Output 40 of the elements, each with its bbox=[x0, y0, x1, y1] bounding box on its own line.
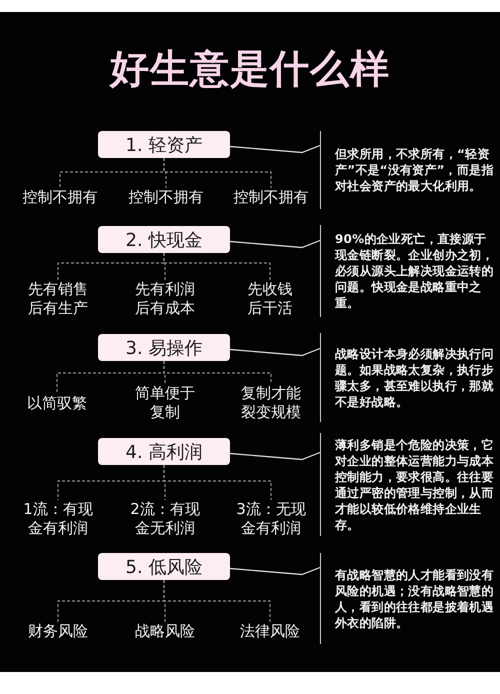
note-text: 薄利多销是个危险的决策，它对企业的整体运营能力与成本控制能力，要求很高。往往要通过严密的管理与控制，从而才能以较低价格维持企业生存。 bbox=[335, 436, 494, 532]
note-text: 战略设计本身必须解决执行问题。如果战略太复杂，执行步骤太多，甚至难以执行，那就不是好战略。 bbox=[335, 346, 494, 410]
branch-label: 控制不拥有 bbox=[231, 188, 311, 207]
branch-label: 战略风险 bbox=[133, 622, 197, 641]
branch-label: 3流：无现金有利润 bbox=[235, 500, 307, 538]
side-note-bracket bbox=[320, 553, 494, 644]
branch-label: 简单便于复制 bbox=[133, 384, 197, 422]
branch-label: 控制不拥有 bbox=[126, 188, 206, 207]
leader-line bbox=[230, 452, 320, 460]
branch-label: 以简驭繁 bbox=[22, 394, 92, 413]
section-heading: 1. 轻资产 bbox=[98, 131, 230, 158]
section-heading: 3. 易操作 bbox=[98, 334, 230, 361]
branch-label: 先收钱后干活 bbox=[245, 280, 295, 318]
branch-label: 2流：有现金无利润 bbox=[129, 500, 201, 538]
branch-label: 先有利润后有成本 bbox=[133, 280, 197, 318]
note-text: 但求所用，不求所有，“轻资产”不是“没有资产”，而是指对社会资产的最大化利用。 bbox=[335, 146, 494, 194]
dashed-connector bbox=[163, 465, 272, 500]
branch-label: 法律风险 bbox=[238, 622, 302, 641]
note-text: 有战略智慧的人才能看到没有风险的机遇；没有战略智慧的人，看到的往往都是披着机遇外衣的陷阱。 bbox=[335, 566, 494, 630]
side-note-bracket bbox=[320, 333, 494, 422]
title: 好生意是什么样 bbox=[108, 46, 391, 94]
dashed-connector bbox=[163, 253, 271, 280]
side-note-bracket bbox=[320, 131, 494, 209]
section-heading: 2. 快现金 bbox=[98, 226, 230, 253]
dashed-connector bbox=[163, 580, 271, 622]
leader-line bbox=[230, 144, 320, 154]
leader-line bbox=[230, 348, 320, 356]
dashed-connector bbox=[163, 361, 272, 384]
leader-line bbox=[230, 240, 320, 248]
branch-label: 财务风险 bbox=[26, 622, 90, 641]
side-note-bracket bbox=[320, 225, 494, 317]
dashed-connector bbox=[163, 158, 272, 188]
note-text: 90%的企业死亡，直接源于现金链断裂。企业创办之初，必须从源头上解决现金运转的问题。快现金是战略重中之重。 bbox=[335, 231, 494, 311]
branch-label: 控制不拥有 bbox=[20, 188, 100, 207]
section-heading: 4. 高利润 bbox=[98, 438, 230, 465]
leader-line bbox=[230, 566, 320, 576]
branch-label: 复制才能裂变规模 bbox=[239, 384, 303, 422]
section-heading: 5. 低风险 bbox=[98, 553, 230, 580]
branch-label: 先有销售后有生产 bbox=[26, 280, 90, 318]
branch-label: 1流：有现金有利润 bbox=[22, 500, 94, 538]
